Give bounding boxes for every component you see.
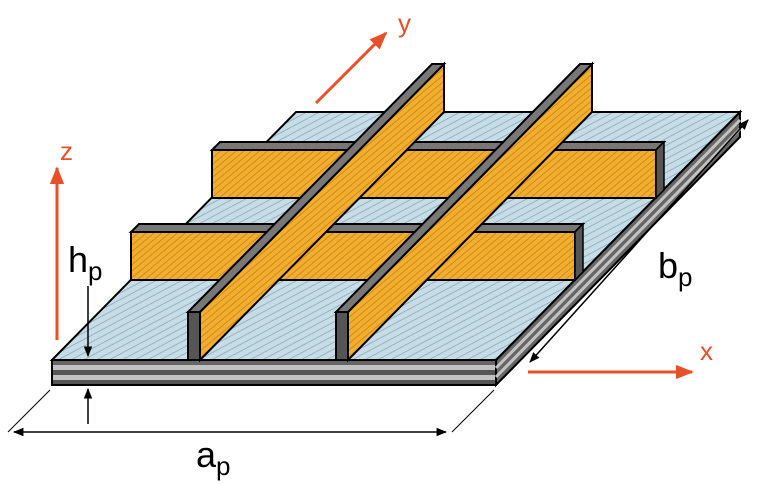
dimension-a-label: ap [196,434,231,481]
dimension-b-label: bp [658,245,693,292]
axis-y-label: y [398,8,411,38]
axis-y: y [314,8,411,105]
dimension-h-label: hp [68,239,103,286]
axis-z: z [49,136,73,340]
dimension-b: bp [529,119,749,363]
dimension-h: hp [68,239,103,424]
axis-z-label: z [60,136,73,166]
frame-y-left [185,61,447,363]
axis-x-label: x [700,336,713,366]
axis-x: x [528,336,713,380]
stringer-x-back [209,140,667,200]
skin-front-face [51,359,497,386]
dimension-a: ap [7,389,495,481]
stringer-x-front [128,222,586,282]
